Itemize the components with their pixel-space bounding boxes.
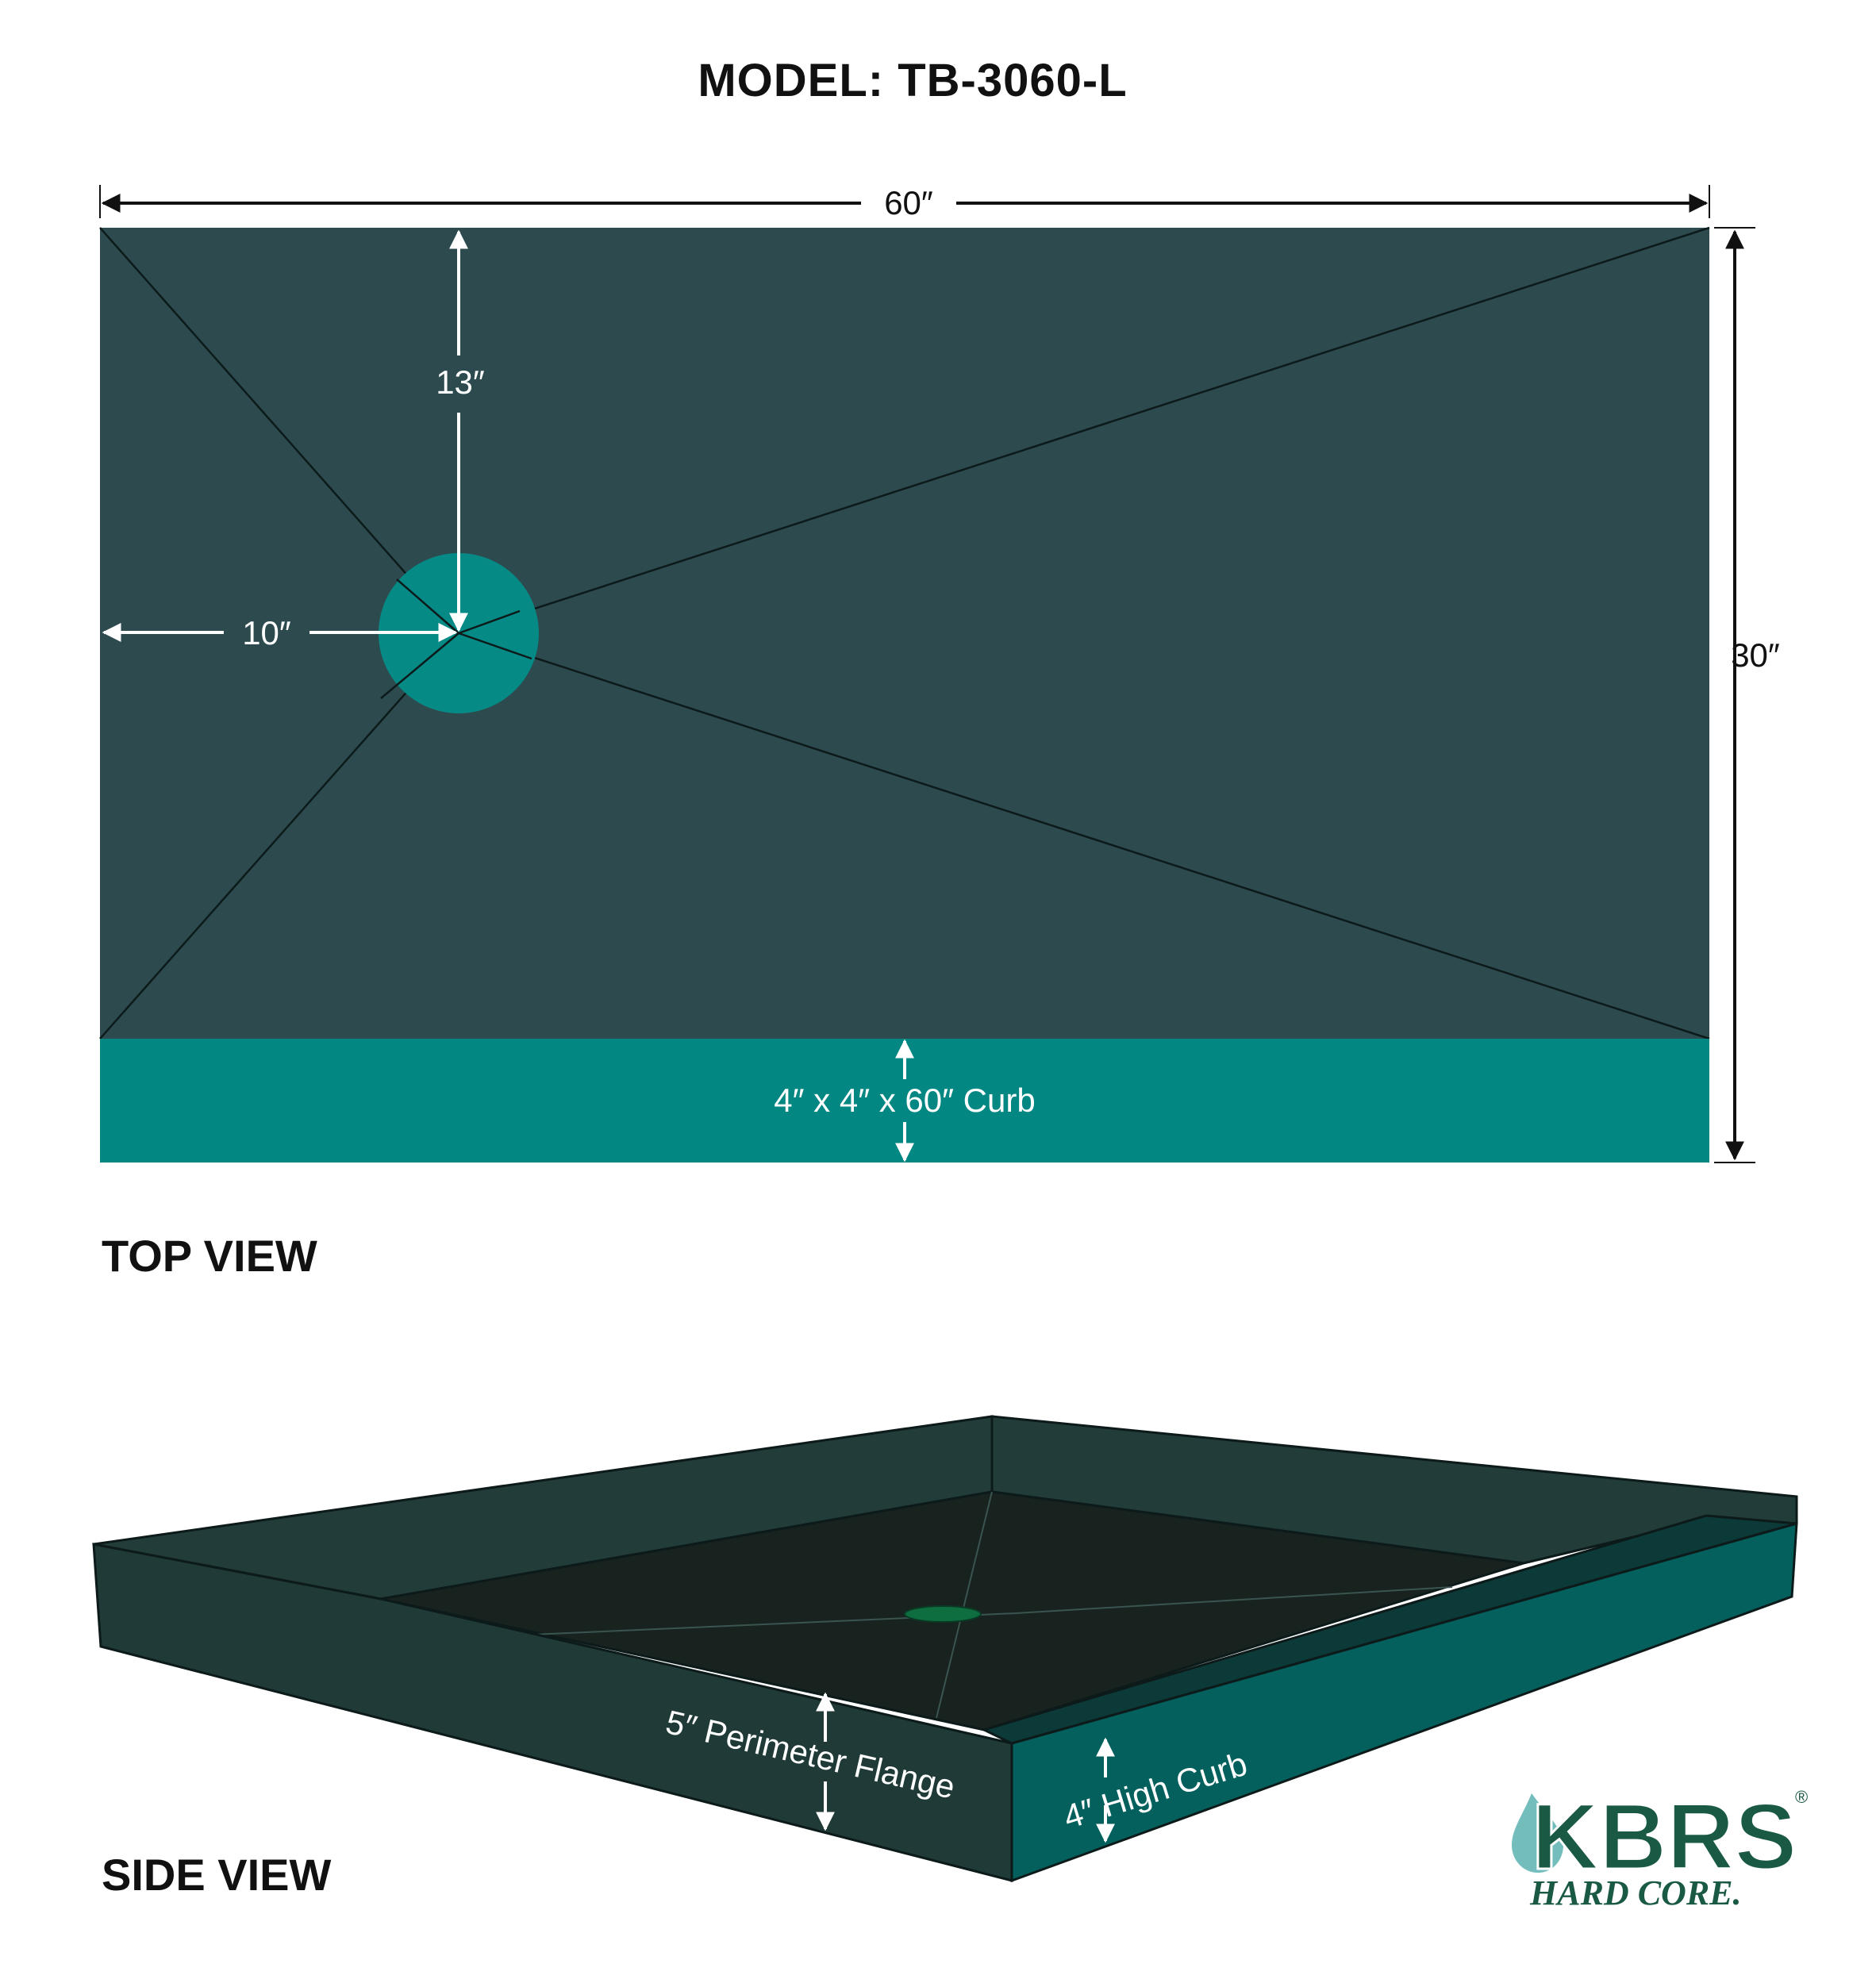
width-label: 60″ [884,184,933,221]
drain-side-label: 10″ [242,614,291,651]
depth-label: 30″ [1731,636,1780,674]
slope-lines [99,226,1710,1040]
registered-mark: ® [1795,1787,1808,1807]
logo-sub: HARD CORE. [1529,1873,1742,1912]
drain-side-dimension: 10″ [102,614,458,651]
top-view: 60″ 30″ 13″ 10″ 4″ x 4″ x 60″ Curb [99,184,1780,1163]
drain-opening [904,1605,982,1623]
curb-label: 4″ x 4″ x 60″ Curb [774,1082,1035,1119]
logo-brand: KBRS [1532,1785,1797,1889]
kbrs-logo: KBRS ® HARD CORE. [1512,1784,1808,1912]
drain-back-dimension: 13″ [436,229,485,632]
side-view: 5″ Perimeter Flange 4″ High Curb [92,1415,1798,1883]
water-drop-icon [1512,1793,1563,1873]
width-dimension: 60″ [99,184,1710,221]
top-view-label: TOP VIEW [102,1231,317,1281]
curb-front-face [1010,1521,1798,1883]
side-view-label: SIDE VIEW [102,1850,332,1900]
curb-dimension: 4″ x 4″ x 60″ Curb [774,1039,1036,1163]
model-title: MODEL: TB-3060-L [698,55,1128,106]
drain-back-label: 13″ [436,363,485,401]
depth-dimension: 30″ [1714,227,1780,1163]
